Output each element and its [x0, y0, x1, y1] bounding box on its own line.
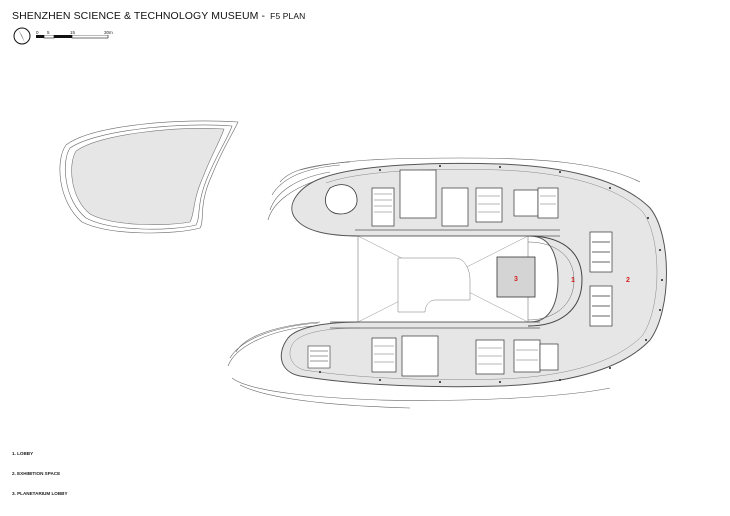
perimeter-columns: [319, 165, 663, 383]
upper-left-void: [325, 184, 358, 215]
scale-tick-30: 30m: [104, 30, 113, 35]
right-rooms: [589, 231, 613, 327]
curved-walkway: [527, 235, 583, 327]
title-main: SHENZHEN SCIENCE & TECHNOLOGY MUSEUM -: [12, 10, 266, 22]
legend-item-exhibition: 2. EXHIBITION SPACE: [12, 471, 61, 476]
scale-tick-0: 0: [36, 30, 39, 35]
detached-canopy: [59, 120, 239, 234]
scale-tick-5: 5: [47, 30, 50, 35]
room-label-exhibition: 2: [626, 277, 630, 284]
legend-item-lobby: 1. LOBBY: [12, 451, 34, 456]
room-label-planetarium: 3: [514, 276, 518, 283]
scale-tick-15: 15: [70, 30, 76, 35]
legend-item-planetarium: 3. PLANETARIUM LOBBY: [12, 491, 68, 496]
lower-wing-contours: [227, 321, 611, 409]
title-sub: F5 PLAN: [270, 11, 306, 21]
lower-service-cores: [371, 335, 559, 377]
building-inner-outline: [289, 169, 658, 380]
legend: 1. LOBBY 2. EXHIBITION SPACE 3. PLANETAR…: [12, 451, 68, 511]
upper-wing-contours: [267, 157, 641, 221]
scale-bar-graphic: [36, 35, 109, 39]
drawing-title: SHENZHEN SCIENCE & TECHNOLOGY MUSEUM - F…: [12, 10, 305, 22]
upper-service-cores: [371, 169, 559, 227]
upper-core-hatching: [374, 193, 556, 213]
north-arrow-icon: [13, 27, 31, 45]
lower-left-stair: [307, 345, 331, 369]
planetarium-core: [496, 256, 536, 298]
room-label-lobby: 1: [571, 277, 575, 284]
lower-core-hatching: [374, 345, 538, 365]
